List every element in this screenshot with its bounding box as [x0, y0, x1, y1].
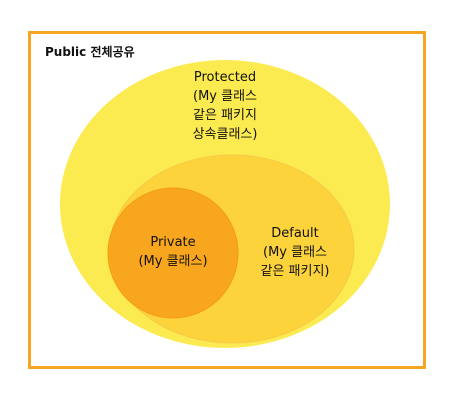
private-label-line: (My 클래스): [138, 254, 208, 269]
default-label-line: (My 클래스: [263, 245, 327, 260]
protected-label-line: Protected: [193, 70, 257, 85]
public-scope-label: Public 전체공유: [45, 45, 135, 59]
protected-label-line: 상속클래스): [192, 127, 258, 142]
default-label-line: 같은 패키지): [260, 264, 330, 279]
default-label-line: Default: [271, 226, 319, 241]
protected-label-line: 같은 패키지: [193, 108, 257, 123]
default-scope-label: Default (My 클래스 같은 패키지): [240, 224, 350, 281]
private-scope-circle: [107, 187, 239, 319]
protected-scope-label: Protected (My 클래스 같은 패키지 상속클래스): [160, 68, 290, 144]
private-scope-label: Private (My 클래스): [120, 233, 226, 271]
protected-label-line: (My 클래스: [193, 89, 257, 104]
private-label-line: Private: [150, 235, 196, 250]
